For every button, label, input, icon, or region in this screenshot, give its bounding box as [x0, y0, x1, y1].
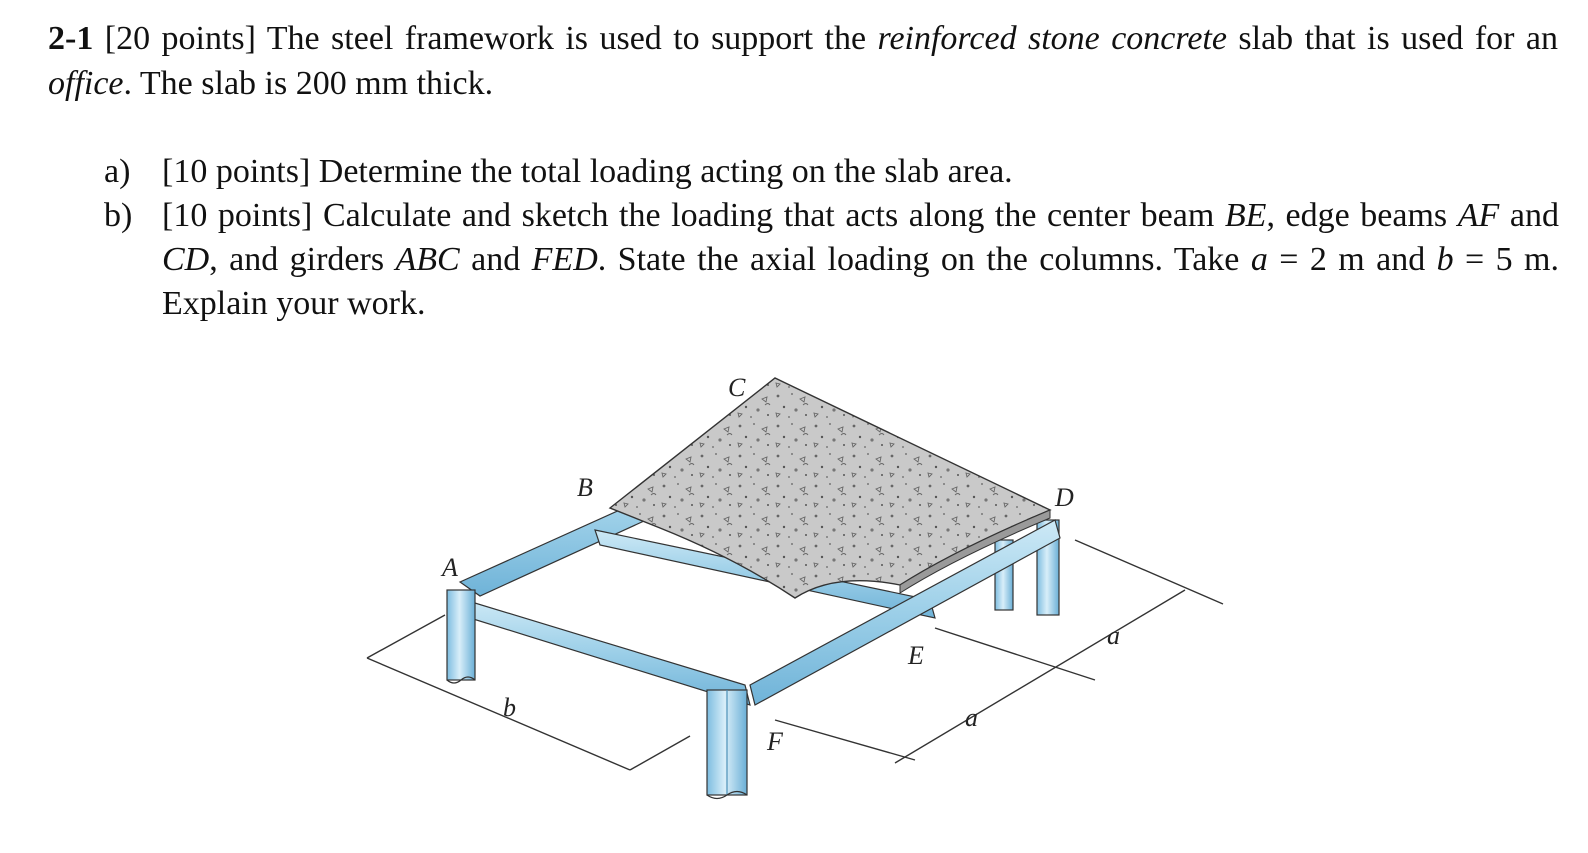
label-a: A [440, 553, 458, 582]
problem-intro-2: slab that is used for an [1226, 20, 1559, 57]
part-b-text-2: , edge beams [1266, 197, 1458, 234]
part-b-var-b: b [1436, 241, 1454, 278]
problem-intro-3: . The slab is 200 mm thick. [123, 65, 494, 102]
label-b-dim: b [503, 693, 516, 722]
slab-edge [899, 509, 1051, 594]
part-b: b) [10 points] Calculate and sketch the … [104, 194, 1559, 326]
label-b: B [577, 473, 593, 502]
part-a-label: a) [104, 153, 131, 190]
framework-illustration: C B D A E F a a b [366, 373, 1224, 800]
problem-statement: 2-1 [20 points] The steel framework is u… [48, 16, 1558, 106]
label-a-dim-1: a [1107, 621, 1120, 650]
part-b-fed: FED [531, 241, 598, 278]
label-e: E [907, 641, 924, 670]
part-b-be: BE [1224, 197, 1267, 234]
label-a-dim-2: a [965, 703, 978, 732]
problem-parts: a) [10 points] Determine the total loadi… [104, 150, 1559, 326]
problem-intro-occupancy: office [48, 65, 124, 102]
part-a-text: [10 points] Determine the total loading … [162, 153, 1013, 190]
part-b-label: b) [104, 197, 133, 234]
part-b-text-1: [10 points] Calculate and sketch the loa… [162, 197, 1225, 234]
part-b-cd: CD [162, 241, 210, 278]
part-a: a) [10 points] Determine the total loadi… [104, 150, 1559, 194]
column-f [706, 689, 748, 800]
part-b-text-6: . State the axial loading on the columns… [597, 241, 1251, 278]
column-a [446, 589, 476, 684]
part-b-text-7: = 2 m and [1267, 241, 1437, 278]
part-b-var-a: a [1250, 241, 1268, 278]
part-b-text-3: and [1499, 197, 1559, 234]
problem-intro-material: reinforced stone concrete [877, 20, 1227, 57]
label-f: F [766, 727, 784, 756]
framework-figure: C B D A E F a a b [355, 360, 1235, 840]
part-b-text-5: and [459, 241, 532, 278]
dimension-lines [366, 539, 1224, 771]
label-c: C [728, 373, 746, 402]
label-d: D [1054, 483, 1074, 512]
part-b-af: AF [1457, 197, 1500, 234]
part-b-abc: ABC [395, 241, 460, 278]
girder-fed [749, 519, 1061, 706]
part-b-text-8: = 5 m. Explain your work. [162, 241, 1560, 322]
edge-beam-af [464, 599, 751, 706]
part-b-text-4: , and girders [209, 241, 396, 278]
problem-number: 2-1 [48, 20, 94, 57]
problem-intro-1: [20 points] The steel framework is used … [104, 20, 878, 57]
